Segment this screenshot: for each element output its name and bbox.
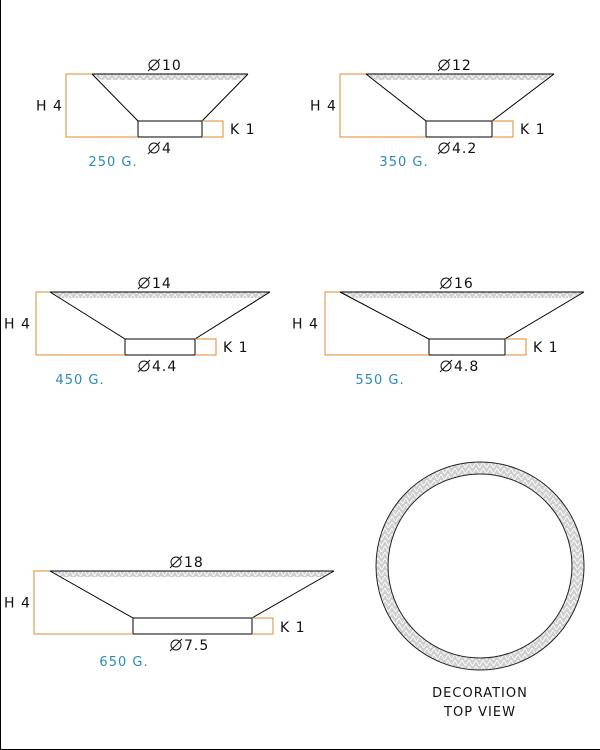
weight-label: 450 G. [55,373,104,388]
foot-dimension-box [492,120,514,138]
foot-height-label: K 1 [520,122,546,138]
rim-decoration-band [340,292,584,298]
top-diameter-label: 14 [152,276,172,292]
foot-height-label: K 1 [230,122,256,138]
weight-label: 650 G. [99,655,148,670]
bowl-drawing: 14 4.4 H 4 K 1 450 G. [4,276,271,388]
bowl-side-outline [91,73,249,138]
height-dimension-bracket [65,73,138,138]
height-dimension-bracket [339,73,426,138]
height-label: H 4 [4,596,31,612]
rim-decoration-band [50,571,334,577]
diameter-icon [169,638,183,652]
decoration-outer-edge [375,461,585,671]
diameter-icon [437,141,451,155]
decoration-caption-line1: DECORATION [432,686,528,701]
top-diameter-label: 18 [184,555,204,571]
foot-dimension-box [505,338,527,356]
foot-dimension-box [195,338,217,356]
top-diameter-label: 10 [162,58,182,74]
base-diameter-label: 4.2 [452,141,477,157]
height-label: H 4 [36,99,63,115]
height-label: H 4 [4,317,31,333]
weight-label: 350 G. [379,155,428,170]
base-diameter-label: 4.8 [454,359,479,375]
top-diameter-label: 12 [452,58,472,74]
diameter-icon [137,359,151,373]
bowl-drawing: 18 7.5 H 4 K 1 650 G. [4,555,335,670]
height-dimension-bracket [33,570,133,635]
bowl-side-outline [339,291,585,356]
height-dimension-bracket [35,291,125,356]
decoration-inner-edge [387,473,573,659]
bowl-drawing: 16 4.8 H 4 K 1 550 G. [292,276,585,388]
foot-height-label: K 1 [280,620,306,636]
decoration-caption-line2: TOP VIEW [443,705,516,720]
foot-height-label: K 1 [223,340,249,356]
foot-dimension-box [202,120,224,138]
height-dimension-bracket [324,291,429,356]
weight-label: 550 G. [355,373,404,388]
height-label: H 4 [292,317,319,333]
rim-decoration-band [50,292,270,298]
height-label: H 4 [310,99,337,115]
diameter-icon [169,555,183,569]
foot-height-label: K 1 [533,340,559,356]
diameter-icon [147,58,161,72]
base-diameter-label: 4 [162,141,172,157]
weight-label: 250 G. [88,155,137,170]
base-diameter-label: 4.4 [152,359,177,375]
foot-dimension-box [252,617,274,635]
diameter-icon [137,276,151,290]
bowl-drawing: 10 4 H 4 K 1 250 G. [36,58,256,170]
diameter-icon [437,58,451,72]
bowl-side-outline [49,291,271,356]
rim-decoration-band [92,74,248,80]
bowl-side-outline [49,570,335,635]
top-diameter-label: 16 [454,276,474,292]
diameter-icon [439,359,453,373]
base-diameter-label: 7.5 [184,638,209,654]
bowl-side-outline [365,73,555,138]
diameter-icon [147,141,161,155]
decoration-ring [376,462,584,670]
decoration-top-view: DECORATION TOP VIEW [375,461,585,720]
bowl-drawing: 12 4.2 H 4 K 1 350 G. [310,58,555,170]
diameter-icon [439,276,453,290]
rim-decoration-band [366,74,554,80]
